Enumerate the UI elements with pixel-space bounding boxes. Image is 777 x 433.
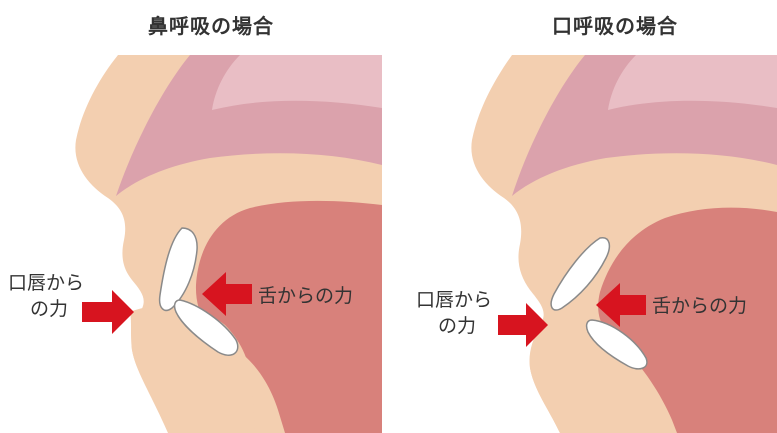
oral-panel bbox=[471, 55, 777, 433]
lip-force-arrow-left bbox=[82, 290, 134, 334]
lip-force-label-left-line2: の力 bbox=[8, 296, 84, 322]
tongue-force-label-left: 舌からの力 bbox=[258, 283, 353, 309]
nasal-panel bbox=[75, 55, 382, 433]
lip-force-label-right-line2: の力 bbox=[416, 313, 492, 339]
lip-force-label-right-line1: 口唇から bbox=[416, 287, 492, 313]
lip-force-label-left-line1: 口唇から bbox=[8, 270, 84, 296]
lip-force-label-right: 口唇から の力 bbox=[416, 287, 492, 339]
tongue-force-label-right: 舌からの力 bbox=[652, 293, 747, 319]
lip-force-label-left: 口唇から の力 bbox=[8, 270, 84, 322]
